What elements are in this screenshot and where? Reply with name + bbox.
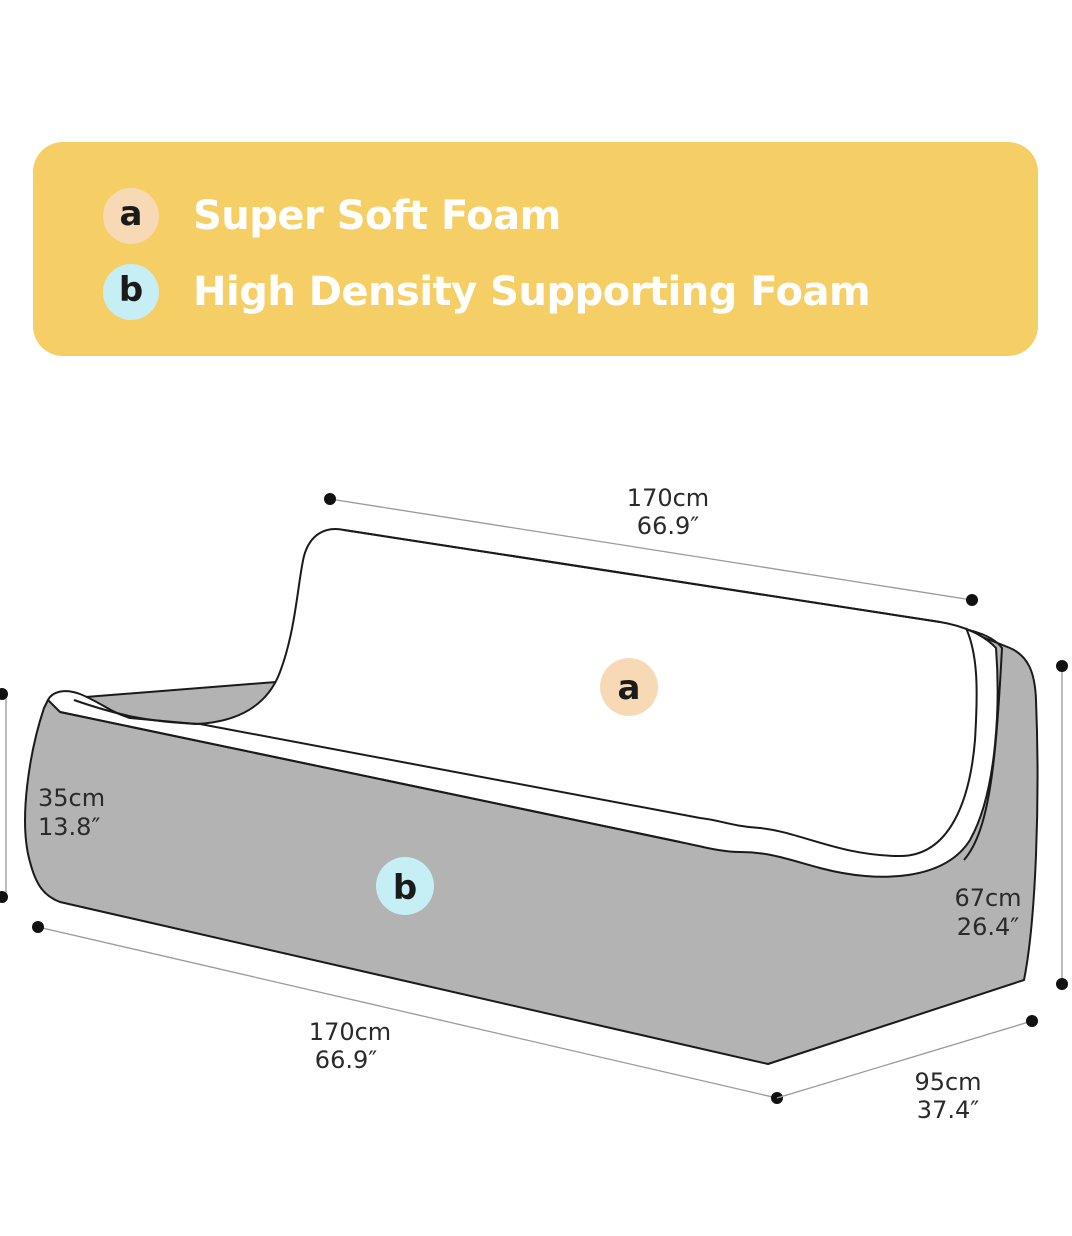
foam-legend-panel: a Super Soft Foam b High Density Support… [33, 142, 1038, 356]
seat-front-edge [59, 711, 681, 843]
dim-back-height-inch: 26.4″ [957, 913, 1019, 941]
dim-line-depth [776, 1020, 1033, 1099]
dim-line-front-length [37, 926, 778, 1099]
badge-b: b [103, 264, 159, 320]
legend-item-super-soft-foam: a Super Soft Foam [103, 188, 561, 244]
diagram-badge-b-label: b [393, 868, 417, 908]
legend-label-high-density-foam: High Density Supporting Foam [193, 269, 871, 315]
diagram-badge-b-circle [376, 857, 434, 915]
dim-dot-front-start [32, 921, 44, 933]
dim-depth-inch: 37.4″ [917, 1096, 979, 1124]
diagram-badge-a-label: a [618, 668, 641, 708]
dim-dot-front-height-bottom [0, 891, 8, 903]
dim-line-back-length [329, 498, 973, 601]
dim-front-height-cm: 35cm [38, 784, 105, 812]
dim-dot-back-start [324, 493, 336, 505]
dim-dot-back-end [966, 594, 978, 606]
top-cushion-inner-line [73, 627, 978, 858]
dim-back-height-cm: 67cm [954, 884, 1021, 912]
dim-dot-back-height-bottom [1056, 978, 1068, 990]
dim-back-length-inch: 66.9″ [637, 512, 699, 540]
diagram-badge-a-circle [600, 658, 658, 716]
dim-back-length-cm: 170cm [627, 484, 709, 512]
dim-dot-front-height-top [0, 688, 8, 700]
back-side-strip [959, 627, 1004, 861]
dim-front-length-cm: 170cm [309, 1018, 391, 1046]
badge-a: a [103, 188, 159, 244]
dim-front-height-inch: 13.8″ [38, 813, 100, 841]
legend-label-super-soft-foam: Super Soft Foam [193, 193, 561, 239]
dim-depth-cm: 95cm [914, 1068, 981, 1096]
legend-item-high-density-foam: b High Density Supporting Foam [103, 264, 871, 320]
dim-dot-back-height-top [1056, 660, 1068, 672]
dim-front-length-inch: 66.9″ [315, 1046, 377, 1074]
back-top-edge [343, 529, 941, 623]
dim-dot-depth-end [1026, 1015, 1038, 1027]
